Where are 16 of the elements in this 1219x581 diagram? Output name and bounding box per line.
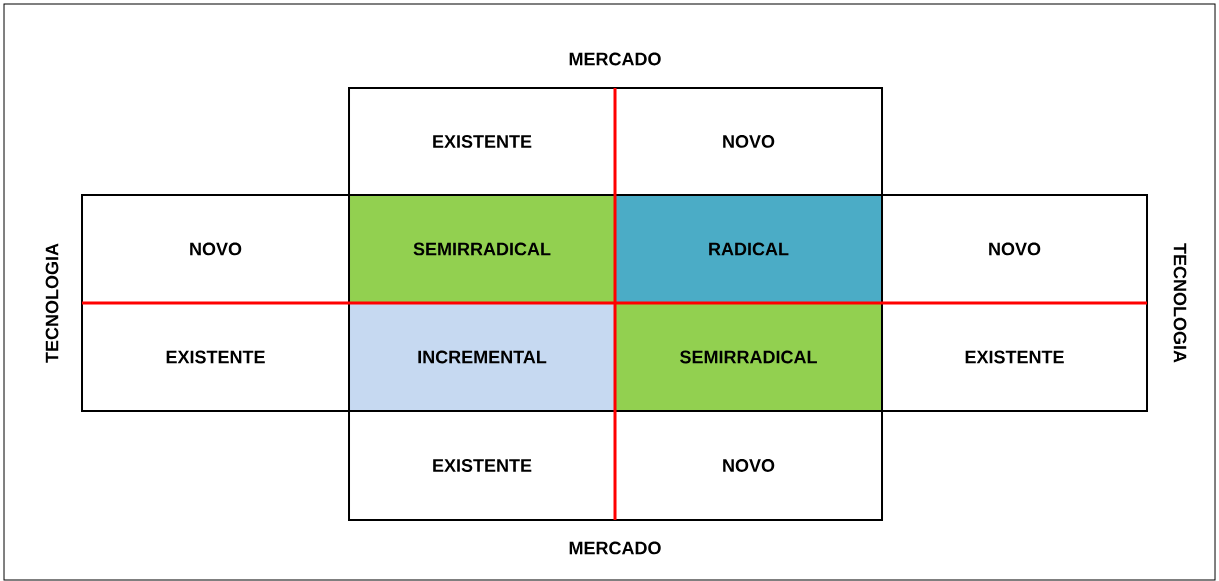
axis-label: TECNOLOGIA	[45, 243, 59, 363]
matrix-cell: NOVO	[614, 410, 883, 521]
matrix-cell: SEMIRRADICAL	[348, 194, 616, 304]
matrix-cell: NOVO	[881, 194, 1148, 304]
matrix-cell: EXISTENTE	[881, 302, 1148, 412]
axis-label: TECNOLOGIA	[1173, 243, 1187, 363]
matrix-cell: SEMIRRADICAL	[614, 302, 883, 412]
matrix-cell: NOVO	[81, 194, 350, 304]
matrix-cell: EXISTENTE	[348, 87, 616, 196]
matrix-cell: NOVO	[614, 87, 883, 196]
axis-label: MERCADO	[569, 52, 661, 66]
matrix-cell: EXISTENTE	[81, 302, 350, 412]
matrix-cell: RADICAL	[614, 194, 883, 304]
axis-label: MERCADO	[569, 541, 661, 555]
matrix-cell: EXISTENTE	[348, 410, 616, 521]
matrix-cell: INCREMENTAL	[348, 302, 616, 412]
